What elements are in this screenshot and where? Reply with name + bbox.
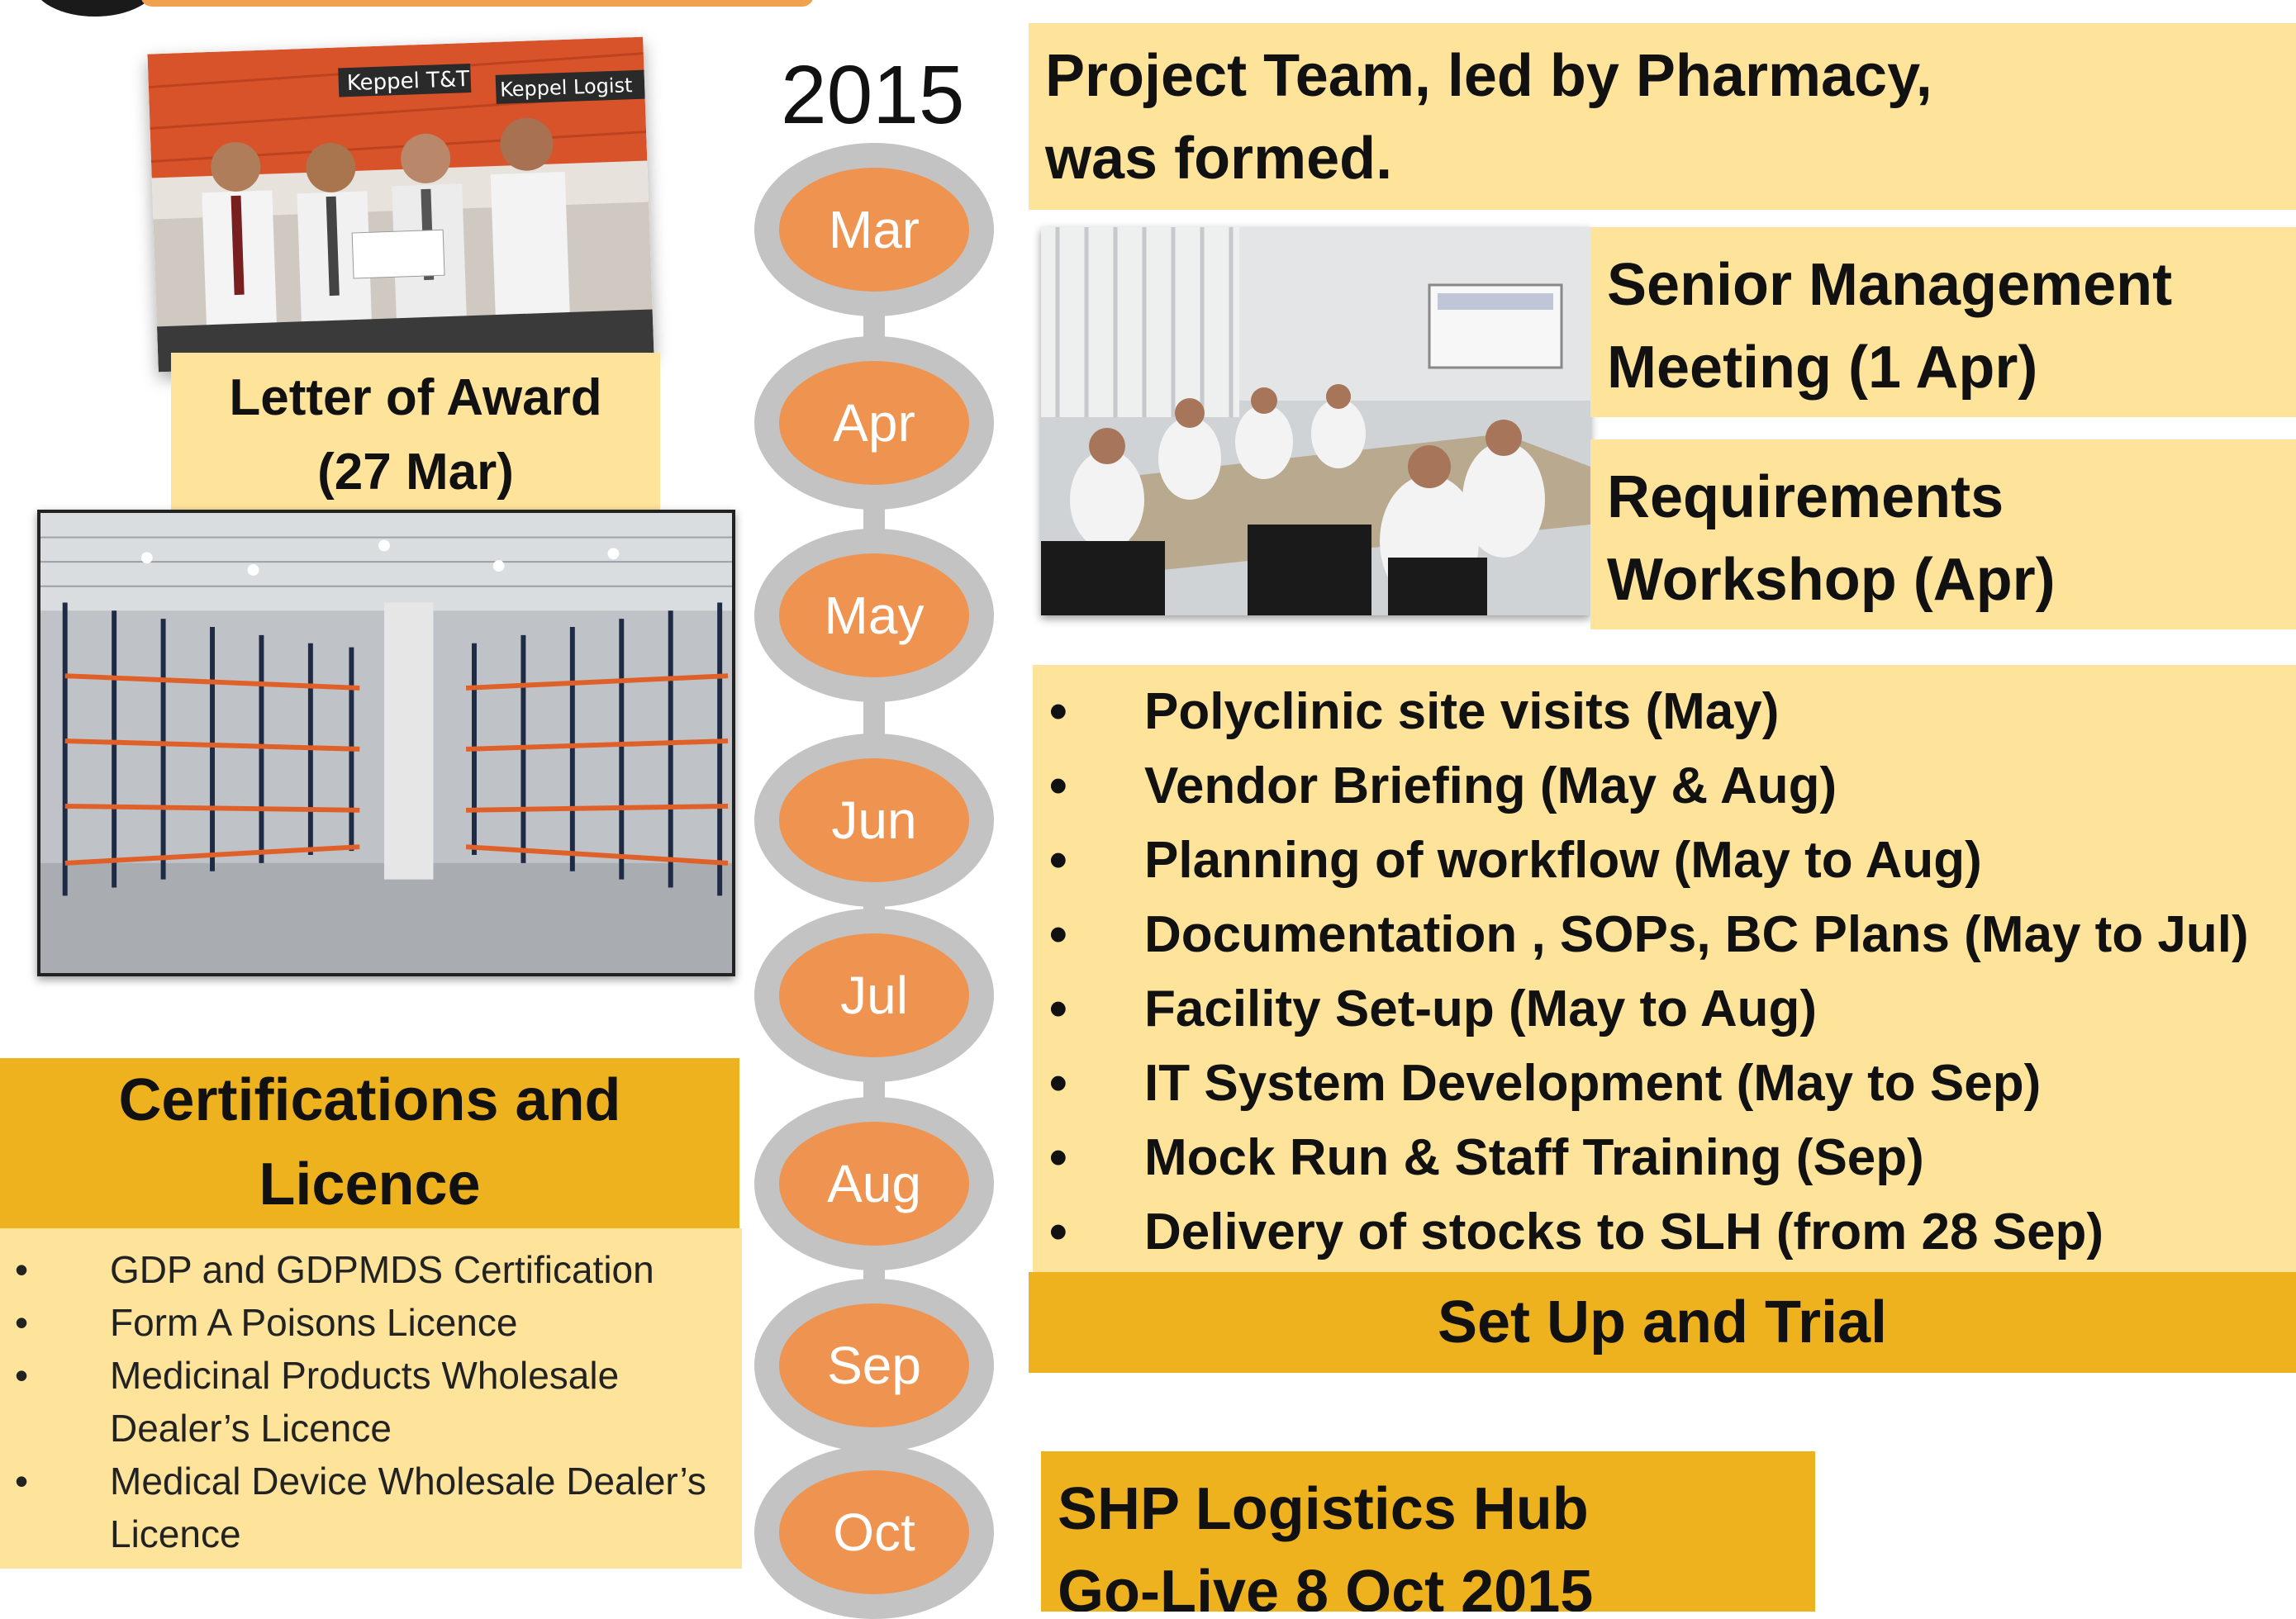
certification-text: Form A Poisons Licence [110, 1301, 518, 1344]
bullet-icon: • [15, 1248, 29, 1291]
certification-text: Dealer’s Licence [110, 1407, 392, 1450]
month-label-mar: Mar [779, 168, 969, 292]
senior-meeting-line1: Senior Management [1607, 252, 2173, 318]
activity-text: Documentation , SOPs, BC Plans (May to J… [1144, 906, 2249, 963]
month-node-apr: Apr [754, 336, 994, 510]
senior-meeting-line2: Meeting (1 Apr) [1607, 335, 2038, 401]
activity-text: Delivery of stocks to SLH (from 28 Sep) [1144, 1204, 2104, 1261]
bullet-icon: • [15, 1301, 29, 1344]
certifications-title-line1: Certifications and [118, 1067, 621, 1133]
month-node-oct: Oct [754, 1446, 994, 1619]
activity-item: • Polyclinic site visits (May) [1049, 675, 2296, 749]
certifications-items: • GDP and GDPMDS Certification • Form A Poi… [0, 1243, 742, 1560]
activity-text: Vendor Briefing (May & Aug) [1144, 757, 1837, 814]
warehouse-photo [37, 510, 735, 976]
activity-text: IT System Development (May to Sep) [1144, 1055, 2042, 1112]
certification-text: Medical Device Wholesale Dealer’s [110, 1460, 706, 1503]
sign-text-1: Keppel T&T [346, 67, 469, 96]
meeting-photo [1041, 227, 1590, 615]
requirements-line1: Requirements [1607, 464, 2004, 530]
golive-box: SHP Logistics Hub Go-Live 8 Oct 2015 [1041, 1451, 1815, 1612]
bullet-icon: • [1049, 980, 1067, 1037]
month-node-mar: Mar [754, 143, 994, 316]
award-caption-line2: (27 Mar) [317, 444, 514, 501]
month-label-apr: Apr [779, 361, 969, 485]
bullet-icon: • [1049, 757, 1067, 814]
bullet-icon: • [1049, 683, 1067, 740]
setup-trial-label: Set Up and Trial [1437, 1289, 1888, 1355]
month-node-aug: Aug [754, 1097, 994, 1270]
bullet-icon: • [1049, 832, 1067, 889]
activity-text: Facility Set-up (May to Aug) [1144, 980, 1818, 1037]
activity-item: • Facility Set-up (May to Aug) [1049, 972, 2296, 1047]
bullet-icon: • [1049, 1055, 1067, 1112]
award-caption-line1: Letter of Award [229, 369, 602, 426]
project-team-line1: Project Team, led by Pharmacy, [1045, 43, 1932, 109]
activity-item: • Planning of workflow (May to Aug) [1049, 824, 2296, 898]
bullet-icon: • [1049, 906, 1067, 963]
activity-text: Polyclinic site visits (May) [1144, 683, 1780, 740]
activity-item: • Documentation , SOPs, BC Plans (May to … [1049, 898, 2296, 972]
month-label-sep: Sep [779, 1303, 969, 1427]
certifications-list: • GDP and GDPMDS Certification • Form A Poi… [0, 1228, 742, 1569]
year-label: 2015 [781, 49, 965, 141]
sign-text-2: Keppel Logist [500, 74, 633, 102]
activity-item: • Delivery of stocks to SLH (from 28 Sep) [1049, 1195, 2296, 1270]
bullet-icon: • [15, 1460, 29, 1503]
requirements-box: Requirements Workshop (Apr) [1590, 439, 2296, 629]
certification-item: • Form A Poisons Licence [15, 1296, 742, 1349]
month-node-jun: Jun [754, 734, 994, 907]
certifications-title-line2: Licence [259, 1151, 481, 1218]
activity-item: • Mock Run & Staff Training (Sep) [1049, 1121, 2296, 1195]
activity-text: Planning of workflow (May to Aug) [1144, 832, 1982, 889]
header-logo [33, 0, 157, 17]
activity-text: Mock Run & Staff Training (Sep) [1144, 1129, 1924, 1186]
month-label-oct: Oct [779, 1470, 969, 1594]
header-bar [140, 0, 814, 7]
month-node-sep: Sep [754, 1279, 994, 1452]
certification-text: GDP and GDPMDS Certification [110, 1248, 654, 1291]
bullet-icon: • [1049, 1129, 1067, 1186]
month-label-jul: Jul [779, 933, 969, 1057]
setup-trial-banner: Set Up and Trial [1029, 1272, 2296, 1373]
activity-item: • IT System Development (May to Sep) [1049, 1047, 2296, 1121]
activities-box: • Polyclinic site visits (May) • Vendor Bri… [1033, 665, 2296, 1272]
month-label-jun: Jun [779, 758, 969, 882]
activity-item: • Vendor Briefing (May & Aug) [1049, 749, 2296, 824]
senior-meeting-box: Senior Management Meeting (1 Apr) [1590, 227, 2296, 417]
award-photo: Keppel T&T Keppel Logist [147, 36, 654, 373]
certification-text: Medicinal Products Wholesale [110, 1354, 620, 1397]
month-label-may: May [779, 553, 969, 677]
bullet-icon: • [15, 1354, 29, 1397]
golive-line2: Go-Live 8 Oct 2015 [1058, 1559, 1594, 1612]
bullet-icon: • [1049, 1204, 1067, 1261]
award-caption: Letter of Award (27 Mar) [171, 353, 660, 518]
project-team-line2: was formed. [1045, 126, 1393, 192]
project-team-box: Project Team, led by Pharmacy, was forme… [1029, 23, 2296, 210]
golive-line1: SHP Logistics Hub [1058, 1476, 1589, 1542]
month-label-aug: Aug [779, 1122, 969, 1246]
certifications-header: Certifications and Licence [0, 1058, 739, 1228]
certification-text: Licence [110, 1512, 241, 1555]
requirements-line2: Workshop (Apr) [1607, 547, 2056, 613]
activities-items: • Polyclinic site visits (May) • Vendor Bri… [1033, 675, 2296, 1270]
month-node-may: May [754, 529, 994, 702]
certification-item: • GDP and GDPMDS Certification [15, 1243, 742, 1296]
month-node-jul: Jul [754, 909, 994, 1082]
